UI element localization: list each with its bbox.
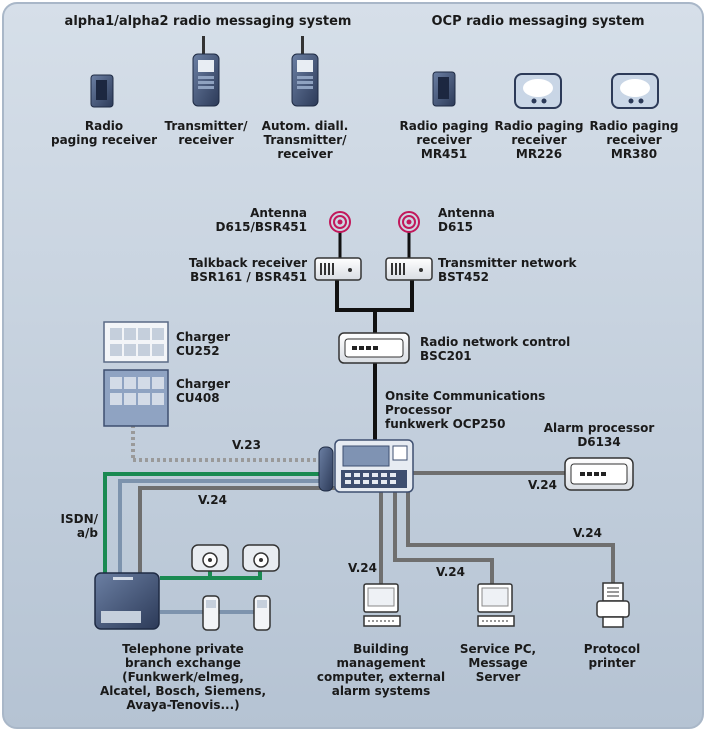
antenna-right-icon: [398, 211, 420, 233]
label-v24-printer: V.24: [573, 526, 602, 540]
talkback-receiver-icon: [314, 257, 362, 281]
radio-network-control-icon: [338, 332, 410, 364]
label-v24-alarm: V.24: [528, 478, 557, 492]
service-pc-icon: [477, 583, 515, 627]
cordless-phone-icon: [202, 595, 220, 631]
autodial-radio-icon: [291, 36, 319, 107]
label-isdn-ab: ISDN/a/b: [60, 512, 99, 540]
line-isdn-green: [103, 472, 322, 575]
cordless-phone-icon: [253, 595, 271, 631]
antenna-left-icon: [329, 211, 351, 233]
pager-mr380-icon: [611, 73, 659, 109]
desk-phone-icon: [191, 544, 229, 572]
charger-cu252-icon: [103, 321, 169, 363]
charger-cu408-icon: [103, 369, 169, 427]
pbx-icon: [94, 572, 160, 630]
label-v24-pbx: V.24: [198, 493, 227, 507]
ocp-system-header: OCP radio messaging system: [431, 14, 645, 29]
pager-icon: [90, 74, 114, 108]
line-v24-pbx: [138, 486, 335, 575]
line-v24-service: [393, 490, 494, 585]
label-v23: V.23: [232, 438, 261, 452]
desk-phone-icon: [242, 544, 280, 572]
ocp250-icon: [318, 439, 414, 493]
transmitter-network-icon: [385, 257, 433, 281]
printer-icon: [596, 582, 630, 628]
building-computer-icon: [363, 583, 401, 627]
label-alpha-transceiver: Transmitter/receiver: [164, 119, 248, 147]
line-v24-printer: [406, 490, 615, 585]
label-v24-building: V.24: [348, 561, 377, 575]
line-ab-blue: [118, 479, 322, 575]
handheld-radio-icon: [192, 36, 220, 107]
pager-mr226-icon: [514, 73, 562, 109]
label-alpha-autodial: Autom. diall.Transmitter/receiver: [261, 119, 349, 161]
alarm-processor-icon: [564, 457, 634, 491]
label-v24-service: V.24: [436, 565, 465, 579]
pager-mr451-icon: [432, 71, 456, 107]
alpha-system-header: alpha1/alpha2 radio messaging system: [64, 14, 352, 29]
